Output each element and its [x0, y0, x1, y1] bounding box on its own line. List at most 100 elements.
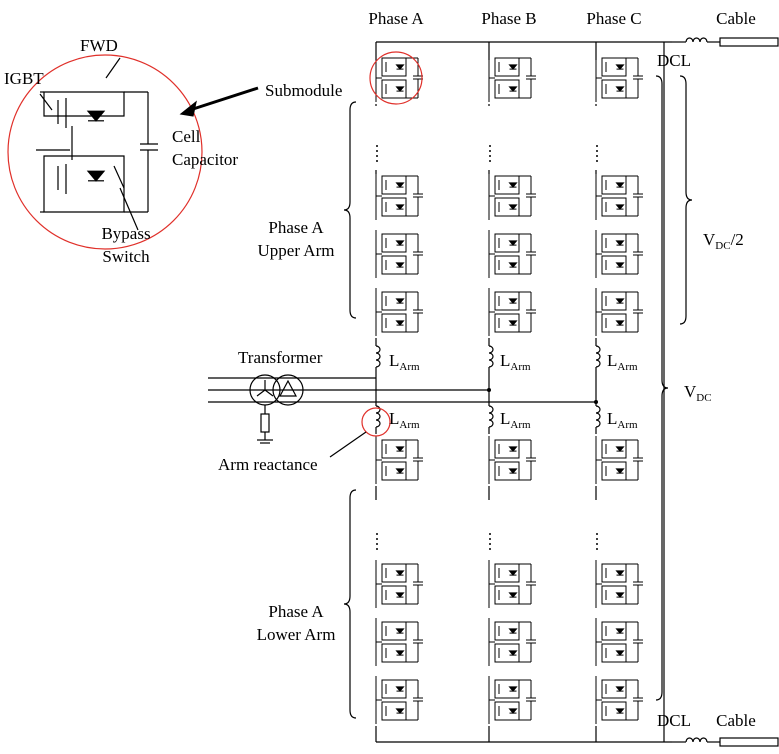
diode-icon [395, 182, 405, 188]
igbt-upper [381, 563, 407, 583]
submodule [375, 436, 423, 484]
submodule [595, 560, 643, 608]
inductor-icon [595, 345, 601, 368]
diode-triangle [395, 570, 405, 576]
lower-arm-brace [343, 489, 357, 719]
diode-icon [508, 686, 518, 692]
diode-triangle [395, 650, 405, 656]
continuation-dot [489, 548, 491, 550]
diode-icon [395, 240, 405, 246]
diode-triangle [86, 170, 106, 182]
diode-triangle [615, 708, 625, 714]
diode-icon [395, 298, 405, 304]
diode-triangle [615, 592, 625, 598]
diode-triangle [508, 468, 518, 474]
igbt-upper [601, 175, 627, 195]
upper-arm-label-2: Upper Arm [258, 241, 335, 260]
inductor-icon [595, 405, 601, 428]
diode-icon [508, 592, 518, 598]
submodule [375, 560, 423, 608]
diode-triangle [615, 628, 625, 634]
continuation-dot [596, 145, 598, 147]
diode-icon [395, 86, 405, 92]
arrowhead [179, 100, 197, 117]
submodule [375, 288, 423, 336]
diode-icon [395, 204, 405, 210]
diode-triangle [508, 320, 518, 326]
submodule [595, 288, 643, 336]
submodule [488, 618, 536, 666]
diode-icon [508, 240, 518, 246]
submodule [595, 618, 643, 666]
igbt-upper [601, 679, 627, 699]
diode-triangle [86, 110, 106, 122]
bypass-arrow [119, 187, 139, 231]
diode-triangle [508, 628, 518, 634]
continuation-dot [376, 160, 378, 162]
vdc-label: VDC [684, 382, 712, 404]
transformer-winding [272, 374, 304, 406]
continuation-dot [376, 145, 378, 147]
diode-icon [615, 570, 625, 576]
diode-triangle [615, 182, 625, 188]
diode-triangle [508, 570, 518, 576]
l-arm-label: LArm [500, 351, 531, 373]
diode-triangle [395, 64, 405, 70]
igbt-upper [494, 291, 520, 311]
lower-arm-label-1: Phase A [268, 602, 324, 621]
diode-icon [395, 628, 405, 634]
diode-icon [615, 468, 625, 474]
submodule [595, 172, 643, 220]
grounding-resistor [260, 413, 270, 433]
fwd-label: FWD [80, 36, 118, 55]
inductor-icon [375, 345, 381, 368]
arm-reactance-highlight [361, 407, 391, 437]
inductor-icon [375, 405, 381, 428]
bypass-label: Bypass [101, 224, 150, 243]
submodule [488, 436, 536, 484]
continuation-dot [596, 543, 598, 545]
diode-icon [615, 64, 625, 70]
diode-icon [86, 170, 106, 182]
diode-triangle [615, 570, 625, 576]
continuation-dot [596, 533, 598, 535]
submodule [488, 54, 536, 102]
submodule-arrow [189, 86, 259, 112]
igbt-upper [601, 57, 627, 77]
diode-icon [615, 628, 625, 634]
diode-icon [395, 320, 405, 326]
submodule [488, 288, 536, 336]
diode-icon [615, 650, 625, 656]
submodule-label: Submodule [265, 81, 342, 100]
diode-triangle [508, 650, 518, 656]
continuation-dot [489, 145, 491, 147]
diode-icon [615, 240, 625, 246]
diode-triangle [615, 262, 625, 268]
submodule [488, 560, 536, 608]
node-dot [594, 400, 598, 404]
phase-b-label: Phase B [481, 9, 536, 28]
diode-triangle [508, 708, 518, 714]
coil [488, 345, 494, 368]
diode-triangle [395, 628, 405, 634]
submodule-highlight [369, 51, 423, 105]
diode-icon [508, 650, 518, 656]
diode-icon [615, 86, 625, 92]
submodule [375, 230, 423, 278]
diode-icon [508, 628, 518, 634]
igbt-upper [494, 57, 520, 77]
continuation-dot [376, 538, 378, 540]
diode-icon [395, 686, 405, 692]
vdc-brace [655, 75, 669, 701]
igbt-upper [381, 679, 407, 699]
submodule [375, 618, 423, 666]
l-arm-label: LArm [607, 409, 638, 431]
diode-triangle [508, 204, 518, 210]
cable-icon [719, 37, 779, 47]
diode-triangle [508, 262, 518, 268]
diode-triangle [508, 64, 518, 70]
diode-triangle [615, 64, 625, 70]
diode-icon [395, 708, 405, 714]
submodule [595, 230, 643, 278]
igbt-upper [601, 439, 627, 459]
